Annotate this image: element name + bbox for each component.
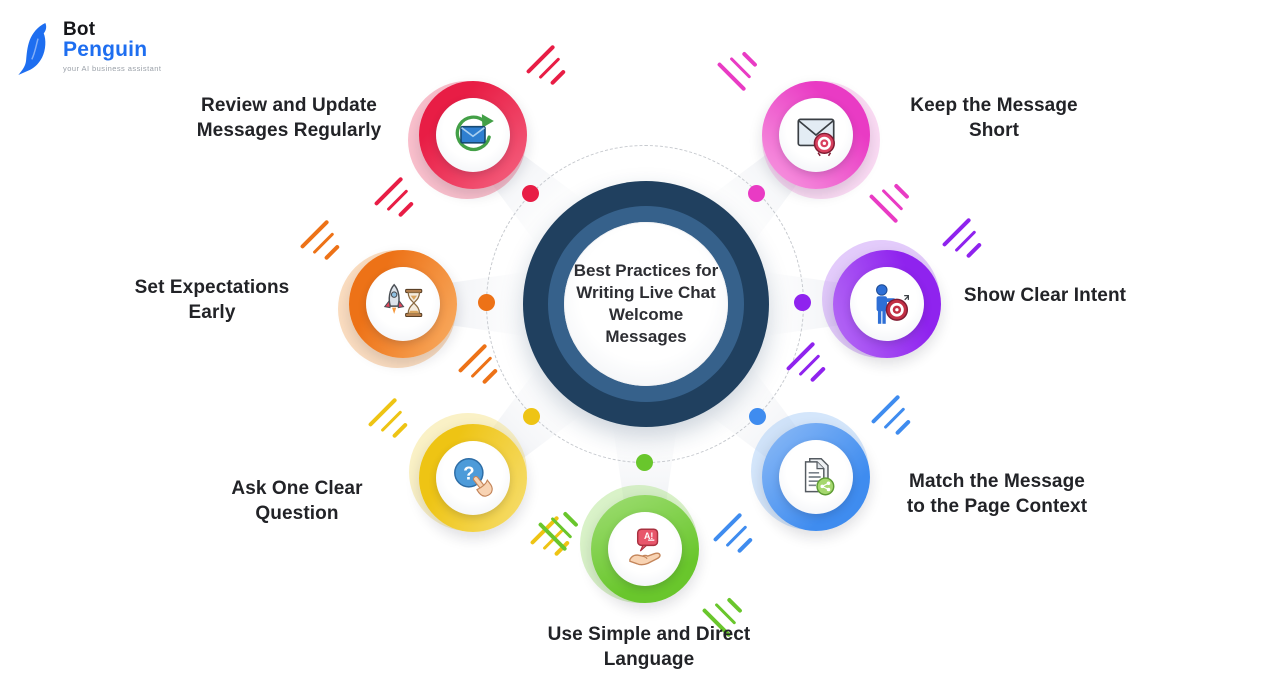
orbit-dot-use-simple — [636, 454, 653, 471]
hatch-lines — [299, 219, 347, 266]
satellite-inner-circle — [366, 267, 440, 341]
hatch-lines — [941, 217, 988, 264]
satellite-keep-short — [716, 51, 909, 224]
logo-tagline: your AI business assistant — [63, 64, 162, 73]
hatch-lines — [868, 176, 915, 224]
hatch-lines — [525, 44, 572, 91]
label-match-context: Match the Message to the Page Context — [906, 471, 1088, 517]
satellite-show-intent — [785, 217, 982, 382]
person-target-icon — [876, 284, 909, 324]
satellite-review-update — [373, 44, 566, 217]
hatch-lines — [716, 44, 764, 92]
logo-text-bot: Bot — [63, 19, 96, 40]
satellite-use-simple: A! — [537, 479, 742, 638]
mail-target-icon — [797, 118, 835, 157]
satellite-inner-circle — [779, 98, 853, 172]
orbit-dot-match-context — [749, 408, 766, 425]
orbit-dot-show-intent — [794, 294, 811, 311]
logo-text-penguin: Penguin — [63, 38, 148, 61]
hatch-lines — [712, 512, 760, 559]
hatch-lines — [373, 176, 421, 223]
label-ask-question: Ask One Clear Question — [231, 478, 363, 524]
satellite-inner-circle — [850, 267, 924, 341]
hub-circle: Best Practices for Writing Live Chat Wel… — [523, 181, 769, 427]
rocket-hourglass-icon — [383, 283, 423, 318]
logo-text: Bot Penguin your AI business assistant — [63, 20, 161, 73]
orbit-dot-set-expectations — [478, 294, 495, 311]
penguin-icon — [18, 23, 47, 75]
satellite-inner-circle: A! — [608, 512, 682, 586]
satellite-ask-question: ? — [367, 397, 570, 556]
satellite-inner-circle — [779, 440, 853, 514]
doc-share-icon — [804, 458, 835, 496]
satellite-inner-circle — [436, 98, 510, 172]
satellite-set-expectations — [299, 219, 498, 384]
question-hand-icon: ? — [454, 458, 493, 497]
label-show-intent: Show Clear Intent — [963, 285, 1127, 306]
refresh-mail-icon — [455, 114, 494, 152]
orbit-dot-keep-short — [748, 185, 765, 202]
hub-white-circle: Best Practices for Writing Live Chat Wel… — [564, 222, 728, 386]
svg-text:?: ? — [463, 463, 474, 484]
label-keep-short: Keep the Message Short — [910, 95, 1078, 141]
satellite-match-context — [712, 394, 911, 553]
label-set-expectations: Set Expectations Early — [134, 277, 290, 323]
hand-chat-icon: A! — [629, 528, 661, 566]
orbit-dot-ask-question — [523, 408, 540, 425]
label-review-update: Review and Update Messages Regularly — [196, 95, 382, 141]
botpenguin-logo: Bot Penguin your AI business assistant — [16, 20, 161, 76]
svg-text:A!: A! — [644, 531, 653, 541]
satellite-inner-circle: ? — [436, 441, 510, 515]
hatch-lines — [367, 397, 415, 444]
label-use-simple: Use Simple and Direct Language — [547, 624, 751, 670]
hatch-lines — [870, 394, 917, 441]
orbit-dot-review-update — [522, 185, 539, 202]
hub-title: Best Practices for Writing Live Chat Wel… — [573, 261, 719, 346]
